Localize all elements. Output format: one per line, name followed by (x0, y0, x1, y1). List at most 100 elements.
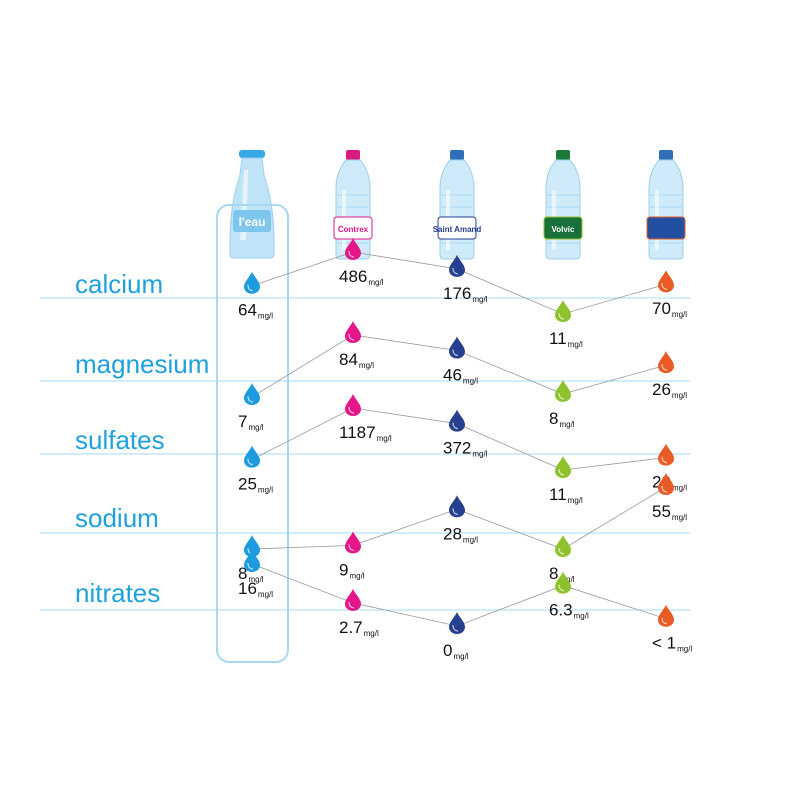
drop-shine (247, 562, 254, 570)
data-label: 84mg/l (339, 350, 374, 370)
data-label-value: 55 (652, 502, 671, 521)
data-label-value: 25 (238, 475, 257, 494)
data-label: 1187mg/l (339, 423, 392, 443)
data-point (244, 383, 260, 405)
data-label-value: 11 (549, 329, 567, 348)
data-label-unit: mg/l (258, 486, 273, 495)
drop-shine (661, 456, 668, 464)
drop-shine (558, 392, 565, 400)
data-label-value: 6.3 (549, 601, 573, 620)
data-label-unit: mg/l (368, 278, 383, 287)
data-point (345, 238, 361, 260)
rows-group: calcium64mg/l486mg/l176mg/l11mg/l70mg/lm… (40, 238, 692, 661)
data-label-unit: mg/l (672, 513, 687, 522)
data-label-value: 8 (238, 564, 247, 583)
drop-shine (452, 267, 459, 275)
drop-shine (558, 547, 565, 555)
data-label-unit: mg/l (672, 391, 687, 400)
data-label-value: 70 (652, 299, 671, 318)
data-label-value: 46 (443, 366, 462, 385)
drop-shine (558, 468, 565, 476)
data-label: 11mg/l (549, 485, 583, 505)
drop-shine (348, 601, 355, 609)
data-label-value: 486 (339, 267, 367, 286)
bottle-body (648, 159, 684, 260)
data-label: < 1mg/l (652, 634, 692, 654)
data-point (345, 321, 361, 343)
data-label-value: < 1 (652, 634, 676, 653)
data-label-unit: mg/l (559, 420, 574, 429)
data-label-unit: mg/l (463, 377, 478, 386)
bottle-brand-text: Contrex (338, 225, 369, 234)
bottle-label (543, 216, 583, 240)
bottle-brand-text: l'eau (239, 215, 266, 229)
drop-shine (661, 617, 668, 625)
bottle-cap (556, 150, 570, 160)
data-label-unit: mg/l (574, 612, 589, 621)
bottle-body (545, 159, 581, 260)
data-label-unit: mg/l (248, 423, 263, 432)
drop-shine (452, 349, 459, 357)
data-label: 55mg/l (652, 502, 687, 522)
data-label: 0mg/l (443, 641, 469, 661)
data-label-value: 2.7 (339, 618, 363, 637)
data-label: 486mg/l (339, 267, 384, 287)
data-point (449, 612, 465, 634)
data-label-value: 0 (443, 641, 452, 660)
data-label-unit: mg/l (377, 434, 392, 443)
data-point (449, 495, 465, 518)
data-label: 7mg/l (238, 412, 264, 432)
drop-shine (247, 284, 254, 292)
data-label-unit: mg/l (349, 571, 364, 580)
data-label-unit: mg/l (472, 295, 487, 304)
data-label-value: 26 (652, 380, 671, 399)
data-point (658, 351, 674, 374)
data-label-value: 64 (238, 301, 257, 320)
data-label-unit: mg/l (258, 590, 273, 599)
data-label: 372mg/l (443, 439, 488, 459)
data-label-unit: mg/l (472, 450, 487, 459)
data-label: 8mg/l (549, 409, 575, 429)
drop-shine (558, 584, 565, 592)
data-point (449, 409, 465, 432)
drop-shine (452, 624, 459, 632)
bottle-3: Saint Amand (433, 150, 482, 260)
drop-shine (348, 333, 355, 341)
data-label-unit: mg/l (568, 496, 583, 505)
data-point (658, 604, 674, 627)
data-label-value: 7 (238, 412, 247, 431)
bottle-cap (239, 150, 265, 158)
data-label: 25mg/l (238, 475, 273, 495)
bottle-cap (659, 150, 673, 160)
data-label: 6.3mg/l (549, 601, 589, 621)
data-label-unit: mg/l (672, 310, 687, 319)
data-label-value: 372 (443, 439, 471, 458)
data-label-unit: mg/l (453, 652, 468, 661)
bottle-5 (646, 150, 686, 260)
bottle-brand-text: Volvic (552, 225, 576, 234)
data-label-value: 8 (549, 564, 558, 583)
data-label-unit: mg/l (568, 340, 583, 349)
data-label: 176mg/l (443, 284, 488, 304)
data-label: 46mg/l (443, 366, 478, 386)
data-label-unit: mg/l (364, 629, 379, 638)
drop-shine (452, 422, 459, 430)
data-point (555, 571, 571, 594)
drop-shine (452, 508, 459, 515)
bottle-brand-text: Saint Amand (433, 225, 482, 234)
drop-shine (661, 364, 668, 371)
data-label-value: 1187 (339, 423, 376, 442)
data-point (244, 445, 260, 468)
data-point (244, 271, 260, 294)
bottle-label (233, 210, 271, 232)
data-label: 11mg/l (549, 329, 583, 349)
drop-shine (247, 458, 254, 466)
data-point (555, 300, 571, 322)
data-point (658, 270, 674, 293)
data-label: 28mg/l (443, 524, 478, 544)
data-label-value: 11 (549, 485, 567, 504)
data-label-unit: mg/l (677, 645, 692, 654)
